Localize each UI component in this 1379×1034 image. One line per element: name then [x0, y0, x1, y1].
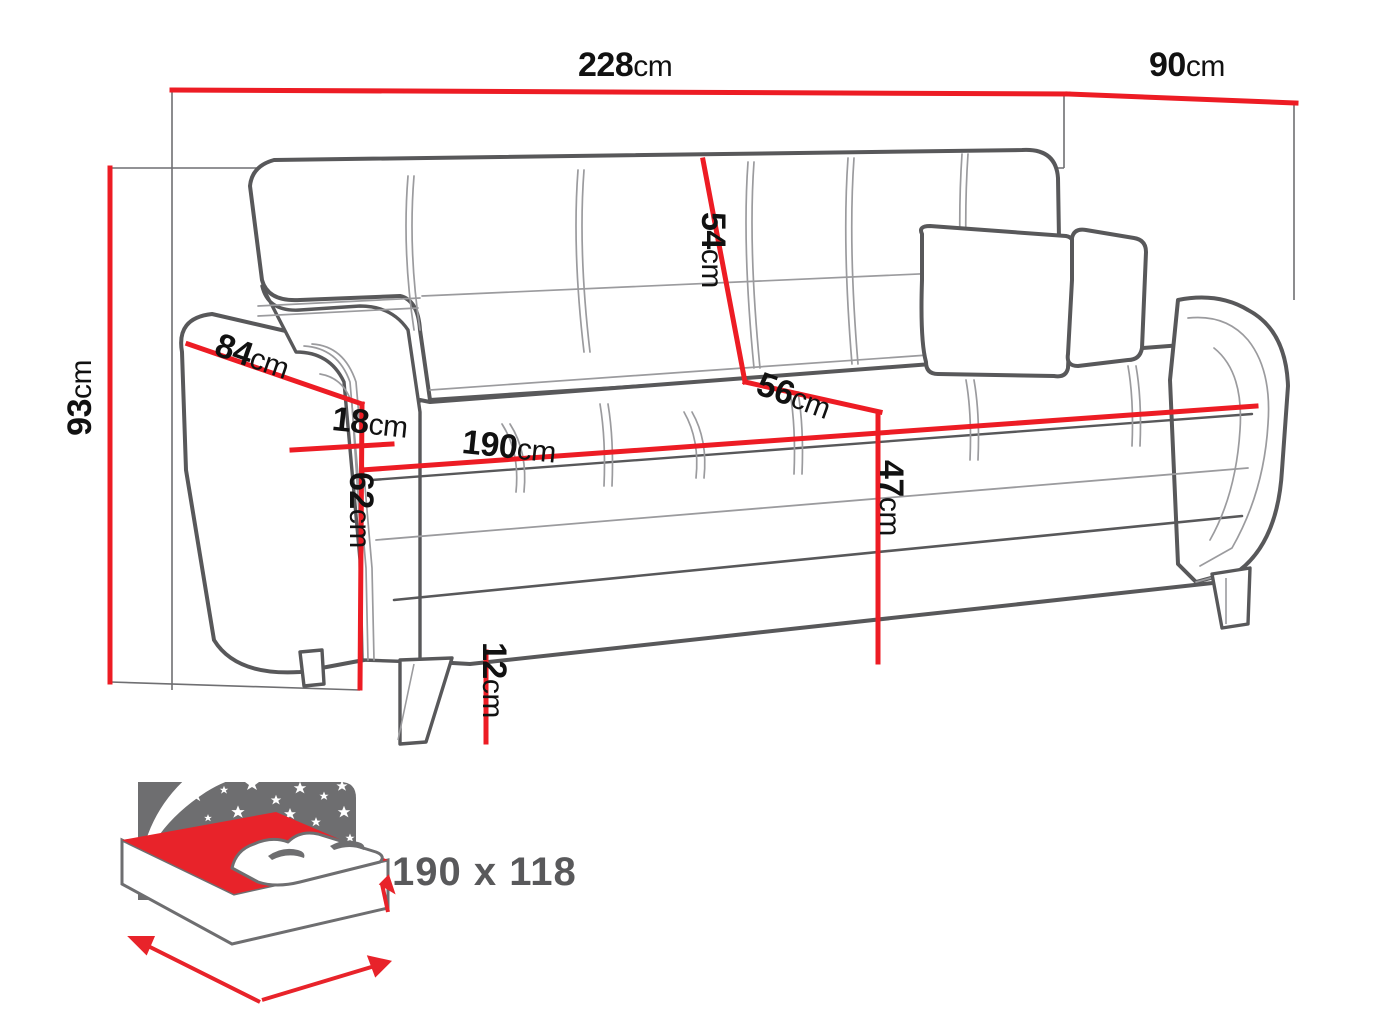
dimension-unit-54: cm	[695, 248, 728, 288]
dimline-228	[169, 87, 1071, 97]
dimline-18	[289, 441, 395, 453]
sleeping-area-size-label: 190 x 118	[392, 850, 577, 894]
dimline-54	[700, 157, 748, 385]
throw-pillows	[919, 224, 1148, 379]
dimension-unit-90: cm	[1185, 50, 1226, 83]
dimension-unit-190: cm	[515, 432, 558, 470]
dimension-value-190: 190	[460, 423, 520, 467]
dimline-84	[184, 340, 366, 408]
dimline-62	[357, 401, 365, 691]
bed-with-starry-night-icon	[120, 777, 396, 1004]
pillow-left	[919, 224, 1077, 379]
dimension-unit-18: cm	[366, 407, 410, 445]
dimension-value-62: 62	[342, 472, 380, 509]
crescent-moon-icon	[138, 782, 248, 884]
dimline-190	[359, 403, 1259, 473]
dimension-label-12: 12cm	[475, 642, 513, 718]
dimension-label-90: 90cm	[1149, 48, 1225, 82]
dimension-unit-228: cm	[633, 50, 673, 83]
dimension-unit-47: cm	[873, 496, 906, 536]
dimension-unit-62: cm	[343, 508, 376, 548]
bed-dimension-arrows	[127, 874, 396, 1004]
leg-back-left	[298, 648, 326, 688]
dimline-56	[742, 379, 883, 415]
dimension-value-47: 47	[872, 460, 910, 497]
leg-front-left	[398, 656, 454, 746]
dimension-value-12: 12	[475, 642, 513, 679]
pillow-crease-right	[330, 840, 365, 850]
pillow-right	[1065, 227, 1148, 368]
dimension-value-228: 228	[578, 46, 634, 84]
sofa-legs	[298, 566, 1252, 746]
dimension-unit-93: cm	[65, 360, 98, 399]
dimension-value-93: 93	[61, 399, 99, 436]
dimension-lines	[107, 87, 1299, 745]
dimension-label-62: 62cm	[342, 472, 380, 548]
dimension-label-47: 47cm	[872, 460, 910, 536]
dimension-unit-12: cm	[476, 678, 509, 718]
dimension-label-228: 228cm	[578, 46, 673, 84]
pillow-crease-left	[268, 848, 305, 860]
dimension-value-54: 54	[694, 212, 732, 249]
dimension-label-18: 18cm	[330, 400, 410, 445]
dimension-value-90: 90	[1149, 46, 1186, 84]
dimension-label-54: 54cm	[694, 212, 732, 288]
leg-right	[1210, 566, 1252, 630]
sofa-detail-lines	[257, 153, 1270, 661]
dimline-90	[1065, 91, 1299, 106]
dimension-value-18: 18	[330, 400, 371, 442]
dimension-label-93: 93cm	[61, 360, 99, 436]
